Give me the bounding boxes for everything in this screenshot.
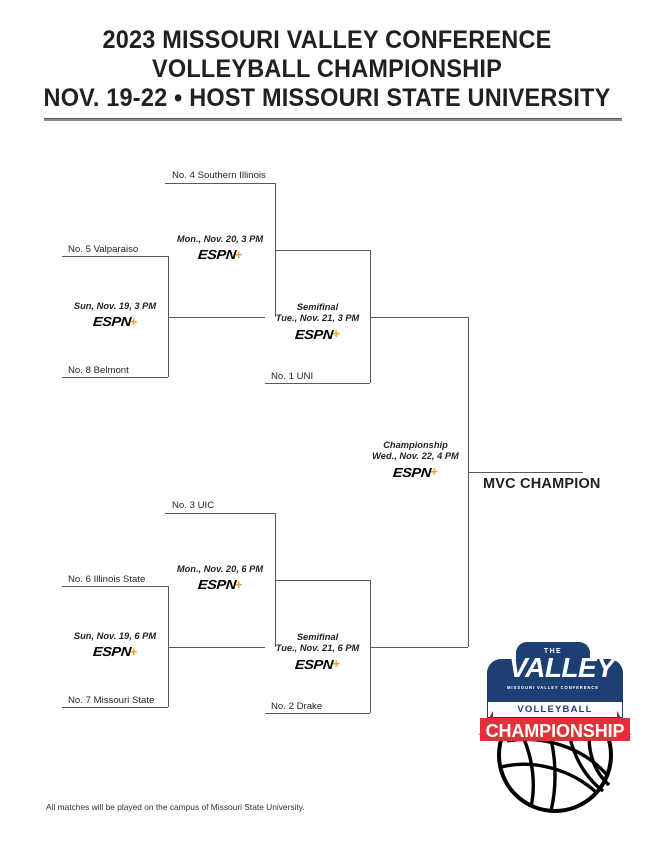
plus-icon: +: [129, 313, 138, 329]
line-semi-top-out: [370, 317, 468, 318]
plus-icon: +: [332, 656, 340, 672]
line-seed5-slot: [62, 256, 168, 257]
logo-volleyball-text: VOLLEYBALL: [517, 704, 593, 715]
header-divider-rule: [44, 118, 622, 121]
line-seed1-slot: [265, 383, 370, 384]
espn-wordmark: ESPN: [197, 577, 237, 593]
footnote-text: All matches will be played on the campus…: [46, 802, 305, 812]
match-quarterfinal-bottom: Mon., Nov. 20, 6 PM ESPN+: [165, 564, 275, 593]
espn-plus-logo: ESPN+: [294, 656, 340, 672]
title-line-3: NOV. 19-22 • HOST MISSOURI STATE UNIVERS…: [43, 84, 611, 112]
plus-icon: +: [129, 643, 138, 659]
line-quarter-top-out: [275, 250, 370, 251]
team-seed-2: No. 2 Drake: [271, 701, 323, 712]
logo-shield-crest: [516, 642, 590, 706]
team-seed-1: No. 1 UNI: [271, 371, 314, 382]
match-datetime: Tue., Nov. 21, 3 PM: [275, 313, 360, 324]
mvc-valley-championship-logo: THE VALLEY MISSOURI VALLEY CONFERENCE VO…: [479, 637, 631, 813]
plus-icon: +: [234, 246, 243, 262]
line-quarter-bottom-out: [275, 580, 370, 581]
logo-valley-text: VALLEY: [509, 652, 615, 683]
logo-championship-text: CHAMPIONSHIP: [485, 721, 625, 741]
match-datetime: Mon., Nov. 20, 3 PM: [176, 234, 264, 244]
match-round: Semifinal: [296, 632, 339, 642]
mvc-champion-label: MVC CHAMPION: [483, 476, 601, 492]
match-first-round-top: Sun, Nov. 19, 3 PM ESPN+: [62, 301, 168, 330]
match-datetime: Sun, Nov. 19, 3 PM: [73, 301, 157, 311]
line-seed6-slot: [62, 586, 168, 587]
logo-volleyball-band: [487, 701, 623, 718]
match-datetime: Mon., Nov. 20, 6 PM: [176, 564, 264, 574]
line-seed4-slot: [165, 183, 275, 184]
match-championship: Championship Wed., Nov. 22, 4 PM ESPN+: [348, 440, 483, 480]
match-round: Championship: [383, 440, 448, 450]
line-seed3-slot: [165, 513, 275, 514]
team-seed-4: No. 4 Southern Illinois: [172, 170, 266, 181]
logo-the-text: THE: [543, 648, 563, 655]
team-seed-8: No. 8 Belmont: [68, 365, 129, 376]
match-semifinal-bottom: Semifinal Tue., Nov. 21, 6 PM ESPN+: [250, 632, 385, 672]
line-firstround-bottom-out: [168, 647, 265, 648]
plus-icon: +: [430, 464, 438, 480]
title-line-1: 2023 MISSOURI VALLEY CONFERENCE: [102, 26, 552, 54]
team-seed-3: No. 3 UIC: [172, 500, 215, 511]
page-header: 2023 MISSOURI VALLEY CONFERENCE VOLLEYBA…: [0, 26, 654, 113]
espn-plus-logo: ESPN+: [197, 576, 243, 593]
line-seed7-slot: [62, 707, 168, 708]
match-datetime: Tue., Nov. 21, 6 PM: [275, 643, 360, 654]
team-seed-6: No. 6 Illinois State: [68, 574, 146, 585]
match-datetime: Sun, Nov. 19, 6 PM: [73, 631, 157, 641]
plus-icon: +: [234, 576, 243, 592]
espn-plus-logo: ESPN+: [294, 326, 340, 342]
espn-wordmark: ESPN: [92, 644, 132, 660]
line-firstround-top-out: [168, 317, 265, 318]
logo-conference-text: MISSOURI VALLEY CONFERENCE: [507, 684, 599, 691]
team-seed-5: No. 5 Valparaiso: [68, 244, 139, 255]
line-semi-bottom-out: [370, 647, 468, 648]
line-firstround-bottom-join: [168, 586, 169, 707]
line-seed2-slot: [265, 713, 370, 714]
line-semi-top-join: [370, 250, 371, 383]
line-semi-bottom-join: [370, 580, 371, 713]
line-firstround-top-join: [168, 256, 169, 377]
line-championship-join: [468, 317, 469, 647]
team-seed-7: No. 7 Missouri State: [68, 695, 155, 706]
espn-wordmark: ESPN: [392, 464, 432, 480]
match-quarterfinal-top: Mon., Nov. 20, 3 PM ESPN+: [165, 234, 275, 263]
match-semifinal-top: Semifinal Tue., Nov. 21, 3 PM ESPN+: [250, 302, 385, 342]
espn-plus-logo: ESPN+: [392, 464, 438, 480]
line-seed8-slot: [62, 377, 168, 378]
espn-wordmark: ESPN: [197, 247, 237, 263]
espn-plus-logo: ESPN+: [92, 313, 138, 330]
espn-wordmark: ESPN: [294, 326, 334, 342]
espn-plus-logo: ESPN+: [92, 643, 138, 660]
title-line-2: VOLLEYBALL CHAMPIONSHIP: [152, 55, 502, 83]
logo-championship-band: [480, 718, 630, 741]
plus-icon: +: [332, 326, 340, 342]
espn-plus-logo: ESPN+: [197, 246, 243, 263]
match-datetime: Wed., Nov. 22, 4 PM: [372, 451, 459, 462]
match-round: Semifinal: [296, 302, 339, 312]
line-champion-out: [468, 472, 583, 473]
espn-wordmark: ESPN: [92, 314, 132, 330]
match-first-round-bottom: Sun, Nov. 19, 6 PM ESPN+: [62, 631, 168, 660]
espn-wordmark: ESPN: [294, 656, 334, 672]
